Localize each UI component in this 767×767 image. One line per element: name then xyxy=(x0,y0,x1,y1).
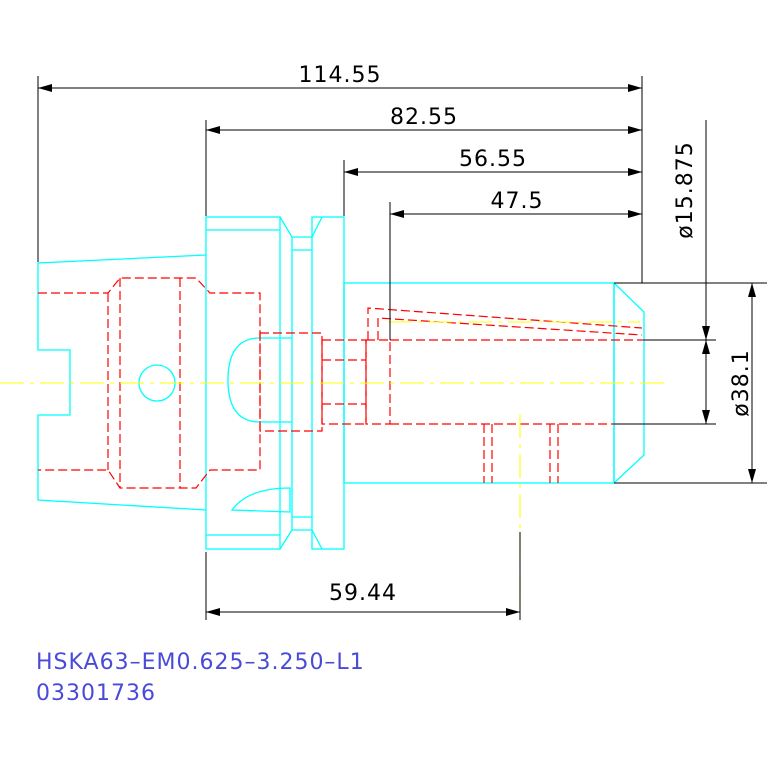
dim-bore-diameter: ø15.875 xyxy=(673,141,698,238)
dim-body-length: 56.55 xyxy=(459,147,527,172)
dimension-lines xyxy=(37,76,767,620)
serial-number: 03301736 xyxy=(36,681,156,706)
dim-nose-diameter: ø38.1 xyxy=(729,349,754,416)
dim-flange-to-end: 82.55 xyxy=(390,105,458,130)
part-number: HSKA63–EM0.625–3.250–L1 xyxy=(36,650,365,675)
dim-overall-length: 114.55 xyxy=(299,63,382,88)
centerlines xyxy=(0,321,668,612)
dim-bore-depth: 47.5 xyxy=(491,189,544,214)
hidden-lines xyxy=(38,277,644,489)
dim-gauge-length: 59.44 xyxy=(329,581,397,606)
